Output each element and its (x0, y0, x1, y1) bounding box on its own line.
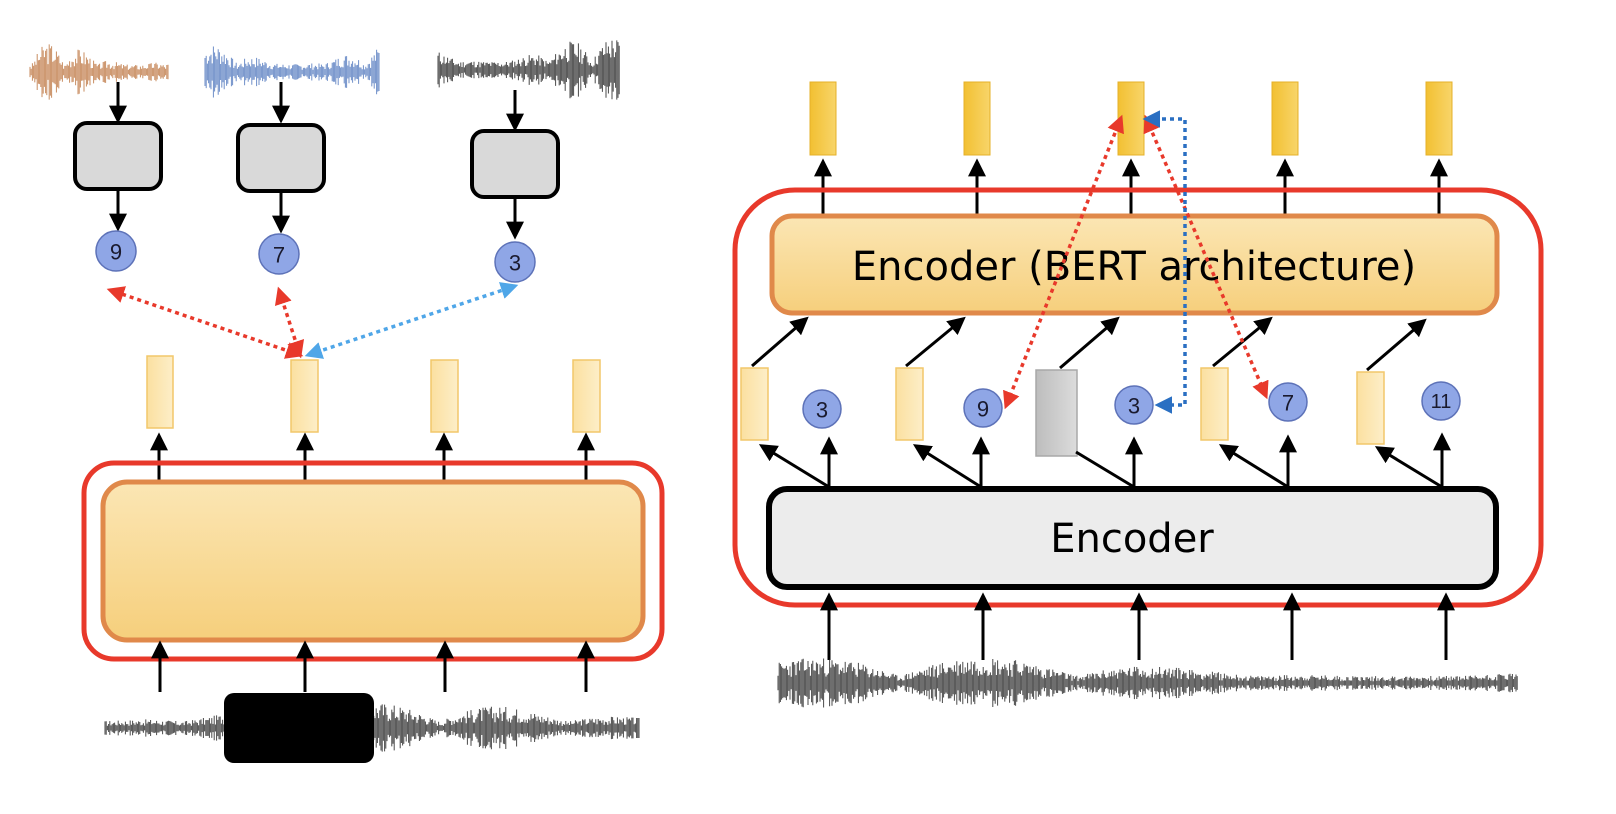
cluster-id-label: 11 (1431, 391, 1452, 413)
output-token-bar (963, 81, 991, 156)
cluster-id-circle: 3 (802, 389, 842, 429)
cluster-id-label: 7 (273, 243, 285, 268)
cluster-id-circle: 3 (494, 241, 536, 283)
prediction-arrow (274, 286, 305, 359)
transformer-encoder-label: Encoder (BERT architecture) (852, 244, 1416, 290)
feature-encoder-block (766, 486, 1499, 590)
output-feature-bar (572, 359, 601, 433)
cluster-id-circle: 11 (1421, 381, 1461, 421)
cluster-id-circle: 9 (95, 230, 137, 272)
waveform-gray-icon (437, 40, 620, 100)
prediction-arrow (1142, 110, 1187, 414)
cluster-id-label: 7 (1282, 391, 1294, 416)
prediction-arrow (106, 286, 304, 359)
output-token-bar (1425, 81, 1453, 156)
right-panel: Encoder (BERT architecture) 3 9 3 7 (732, 81, 1544, 708)
cluster-id-label: 3 (509, 251, 521, 276)
arrow (1059, 316, 1120, 370)
output-feature-bar (290, 359, 319, 433)
cluster-id-circle: 7 (258, 233, 300, 275)
input-waveform-icon (777, 658, 1518, 708)
waveform-orange-icon (29, 44, 169, 100)
feature-bar (895, 367, 924, 441)
prediction-arrow (304, 282, 519, 359)
clustering-box (73, 121, 163, 191)
clustering-box (470, 129, 560, 199)
masked-span (224, 693, 374, 763)
cluster-id-circle: 9 (963, 388, 1003, 428)
output-token-bar (809, 81, 837, 156)
cluster-id-label: 9 (110, 240, 122, 265)
output-feature-bar (146, 355, 174, 429)
encoder-block (100, 479, 646, 643)
arrow (905, 316, 966, 368)
clustering-box (236, 123, 326, 193)
feature-bar (740, 367, 769, 441)
arrow (1218, 444, 1289, 489)
cluster-id-label: 3 (816, 398, 828, 423)
feature-encoder-label: Encoder (1050, 516, 1214, 562)
feature-bar (1200, 367, 1229, 441)
prediction-arrow (1003, 114, 1124, 410)
left-panel: 9 7 3 (29, 40, 665, 763)
transformer-encoder-block (769, 213, 1500, 316)
mask-embedding-bar (1035, 369, 1078, 457)
model-frame (81, 460, 665, 662)
cluster-id-circle: 7 (1268, 382, 1308, 422)
cluster-id-circle: 3 (1114, 385, 1154, 425)
connector-line (1075, 450, 1135, 489)
arrow (1366, 318, 1427, 372)
waveform-blue-icon (204, 46, 380, 98)
cluster-id-label: 9 (977, 397, 989, 422)
feature-bar (1356, 371, 1385, 445)
cluster-id-label: 3 (1128, 394, 1140, 419)
arrow (912, 444, 982, 489)
arrow (751, 316, 809, 368)
output-feature-bar (430, 359, 459, 433)
arrow (758, 444, 830, 489)
arrow (1374, 446, 1443, 489)
output-token-bar (1271, 81, 1299, 156)
